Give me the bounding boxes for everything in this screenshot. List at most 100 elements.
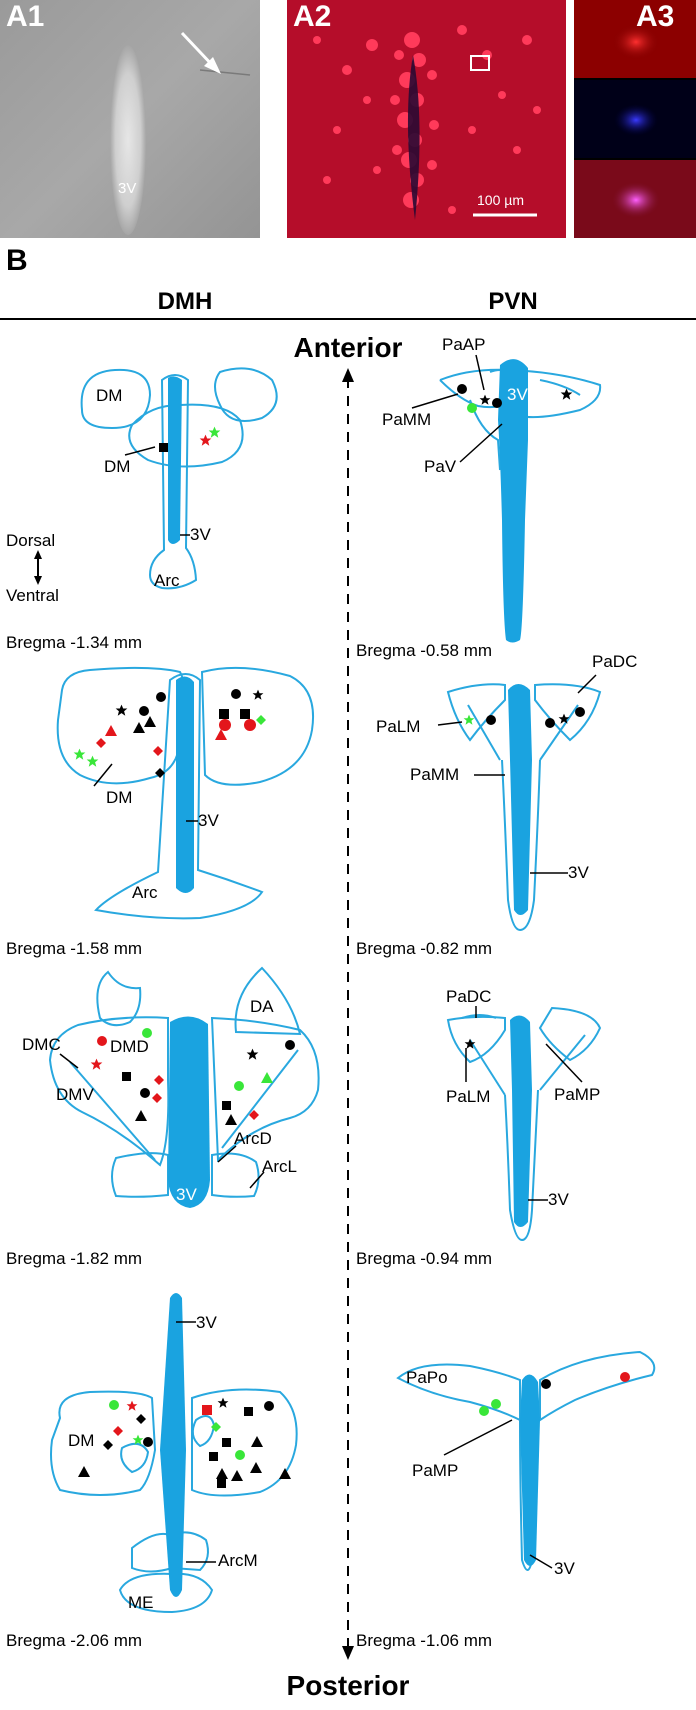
dmh2-marker [231,689,241,699]
a1-ventricle-shape [110,45,146,235]
dmh2-ventricle [176,676,194,893]
a2-ventricle-shape [407,55,420,220]
pvn4-marker [620,1372,630,1382]
dmh1-marker [159,443,168,452]
dmh3-marker [142,1028,152,1038]
dmh3-marker [285,1040,295,1050]
a2-scale-label: 100 µm [477,192,524,208]
pvn2-marker [545,718,555,728]
pvn1-bregma: Bregma -0.58 mm [356,641,492,660]
dmh4-marker [216,1468,228,1479]
dmh3-label-dmv: DMV [56,1085,94,1104]
dmh3-marker [234,1081,244,1091]
dmh3-right-boundary [221,1049,299,1149]
dmh4-marker [78,1466,90,1477]
dmh2-marker [219,719,231,731]
dmh4-marker [211,1422,221,1432]
a1-image [110,31,251,235]
dmh2-marker [240,709,250,719]
dmh4-left-inner [120,1442,150,1474]
pvn2-left-inner [467,704,501,761]
pvn3-right-outline [538,1006,602,1062]
dmh2-label-arc: Arc [132,883,158,902]
dmh4-marker [279,1468,291,1479]
pvn3-padc [461,1014,497,1019]
dmh4-marker [113,1426,123,1436]
dmh3-arc-outline [111,1152,169,1198]
dmh4-right-inner [191,1415,216,1448]
pvn3-3v-outline [504,1089,539,1242]
pvn2-marker [463,714,475,725]
dmh3-marker [97,1036,107,1046]
dmh4-right-outline [191,1388,298,1497]
pvn1-ventricle [498,359,528,643]
dmh2-marker [86,755,99,767]
pvn3-label-padc: PaDC [446,987,491,1006]
dmh4-arcm-left [131,1532,174,1573]
dmh2-marker [73,748,86,760]
pvn4-label-3v: 3V [554,1559,575,1578]
dmh3-label-arcl: ArcL [262,1157,297,1176]
panel-a2-fluorescence: A2 100 µm [287,0,566,238]
dmh2-marker [144,716,156,727]
dmh1-label-arc: Arc [154,571,180,590]
a1-pipette [199,69,251,76]
dmh3-label-arcd: ArcD [234,1129,272,1148]
dmh3-top-left-outline [96,970,142,1027]
dmh3-arc-right-outline [211,1152,260,1198]
pvn2-label-palm: PaLM [376,717,420,736]
dmh4-left-outline [50,1390,157,1496]
a2-inset-box [470,55,490,71]
pvn1-marker [457,384,467,394]
dmh4-marker [235,1450,245,1460]
dmh3-marker [140,1088,150,1098]
axis-arrow-up [342,368,354,382]
dmh3-right-outline [210,1016,320,1163]
dmh3-marker [90,1058,103,1070]
dmh4-arcm-right [171,1531,209,1572]
dmh2-marker [115,704,128,716]
dmh4-ventricle [160,1293,186,1597]
dmh3-marker [135,1110,147,1121]
dmh3-label-3v: 3V [176,1185,197,1204]
dmh3-marker [225,1114,237,1125]
dmh2-marker [105,725,117,736]
pvn1-marker [492,398,502,408]
pvn2-ventricle [508,684,532,915]
dmh4-marker [217,1397,229,1408]
dmh3-ventricle [168,1016,210,1208]
pvn4-left-outline [396,1363,521,1422]
pvn1-label-paap: PaAP [442,335,485,354]
dmh2-marker [96,738,106,748]
pvn3-label-palm: PaLM [446,1087,490,1106]
pvn2-right-outline [534,683,602,742]
posterior-label: Posterior [286,1670,410,1701]
pvn3-label-pamp: PaMP [554,1085,600,1104]
pvn2-label-3v: 3V [568,863,589,882]
dmh4-marker [209,1452,218,1461]
pvn1-marker [467,403,477,413]
dorsal-label: Dorsal [6,531,55,550]
dmh1-dm-left-outline [80,368,152,430]
dmh4-marker [251,1436,263,1447]
anterior-label: Anterior [293,332,403,363]
pvn4-marker [491,1399,501,1409]
pvn-section-2 [446,683,602,932]
dmh2-marker [156,692,166,702]
dmh3-marker [152,1093,162,1103]
dmh-section-3 [48,966,320,1198]
dmh3-left-outline [48,1016,170,1167]
a1-arrow-head [204,57,221,74]
dmh3-label-da: DA [250,997,274,1016]
pvn4-bregma: Bregma -1.06 mm [356,1631,492,1650]
pvn2-right-inner [539,704,579,761]
dmh2-marker [155,768,165,778]
dmh2-left-outline [56,666,186,785]
dmh4-marker [231,1470,243,1481]
panel-a1-brightfield: A1 3V [0,0,260,238]
dmh2-marker [219,709,229,719]
dmh3-dmc-boundary [69,1061,156,1161]
dmh2-marker [252,689,264,700]
pvn4-label-pamp: PaMP [412,1461,458,1480]
